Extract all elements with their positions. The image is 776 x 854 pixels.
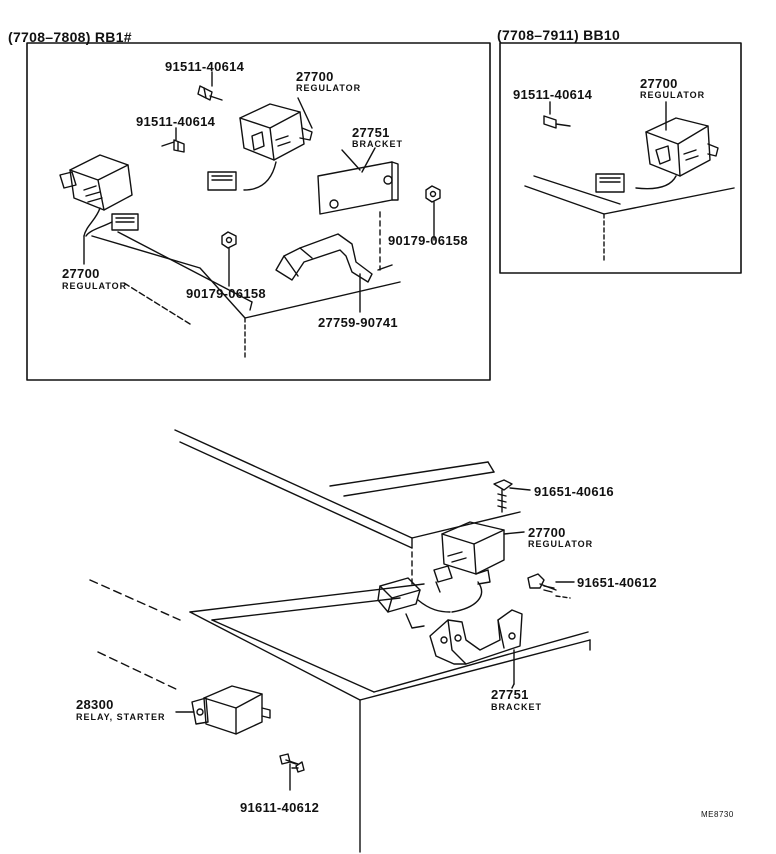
- b1-regulator-left-name: REGULATOR: [62, 281, 128, 291]
- main-leader-bracket: [511, 683, 515, 689]
- b1-nut-center: [221, 231, 237, 287]
- box1-header: (7708–7808) RB1#: [8, 29, 132, 45]
- main-regulator: [433, 521, 505, 613]
- main-leader-reg: [503, 531, 525, 535]
- main-bolt-top-label: 91651-40616: [534, 484, 614, 499]
- b1-body-panel: [91, 231, 401, 361]
- main-regulator-name: REGULATOR: [528, 539, 594, 549]
- main-bracket-number: 27751: [491, 687, 529, 702]
- main-bolt-right-label: 91651-40612: [577, 575, 657, 590]
- main-bolt-bottom-label: 91611-40612: [240, 800, 320, 815]
- b2-regulator-number: 27700: [640, 76, 678, 91]
- b1-regulator-right-number: 27700: [296, 69, 334, 84]
- inset-frame-rb1: [26, 42, 491, 381]
- b1-leader-reg-right: [297, 97, 313, 129]
- b1-bracket-plate: [317, 149, 399, 215]
- b1-bolt-left: [161, 139, 185, 153]
- b1-plate-label: 27759-90741: [318, 315, 398, 330]
- b1-nut-center-label: 90179-06158: [186, 286, 266, 301]
- b1-bolt-top: [197, 85, 223, 101]
- main-bolt-top: [493, 479, 531, 513]
- b2-regulator-name: REGULATOR: [640, 90, 706, 100]
- drawing-code: ME8730: [701, 810, 734, 819]
- b1-nut-right: [425, 185, 441, 241]
- b2-bolt: [543, 101, 571, 129]
- b1-regulator-left: [59, 154, 139, 237]
- b2-body-panel: [524, 175, 735, 263]
- inset-frame-bb10: [499, 42, 742, 274]
- main-bracket-name: BRACKET: [491, 702, 542, 712]
- main-connector: [377, 577, 451, 629]
- b1-nut-right-label: 90179-06158: [388, 233, 468, 248]
- main-body-panel: [89, 429, 591, 853]
- b1-bolt-left-label: 91511-40614: [136, 114, 216, 129]
- main-regulator-number: 27700: [528, 525, 566, 540]
- main-relay-name: RELAY, STARTER: [76, 712, 166, 722]
- main-relay-number: 28300: [76, 697, 114, 712]
- main-bolt-right: [527, 573, 575, 599]
- b1-leader-bracket: [361, 147, 376, 173]
- b1-formed-plate: [275, 233, 373, 313]
- main-bracket: [429, 609, 523, 685]
- main-bolt-bottom: [279, 753, 305, 791]
- b2-bolt-label: 91511-40614: [513, 87, 593, 102]
- b1-bracket-name: BRACKET: [352, 139, 403, 149]
- b1-regulator-right: [207, 103, 313, 191]
- b1-bracket-number: 27751: [352, 125, 390, 140]
- main-starter-relay: [175, 685, 271, 735]
- box2-header: (7708–7911) BB10: [497, 27, 621, 43]
- b2-regulator: [595, 101, 719, 193]
- b1-regulator-left-number: 27700: [62, 266, 100, 281]
- b1-regulator-right-name: REGULATOR: [296, 83, 362, 93]
- b1-bolt-top-label: 91511-40614: [165, 59, 245, 74]
